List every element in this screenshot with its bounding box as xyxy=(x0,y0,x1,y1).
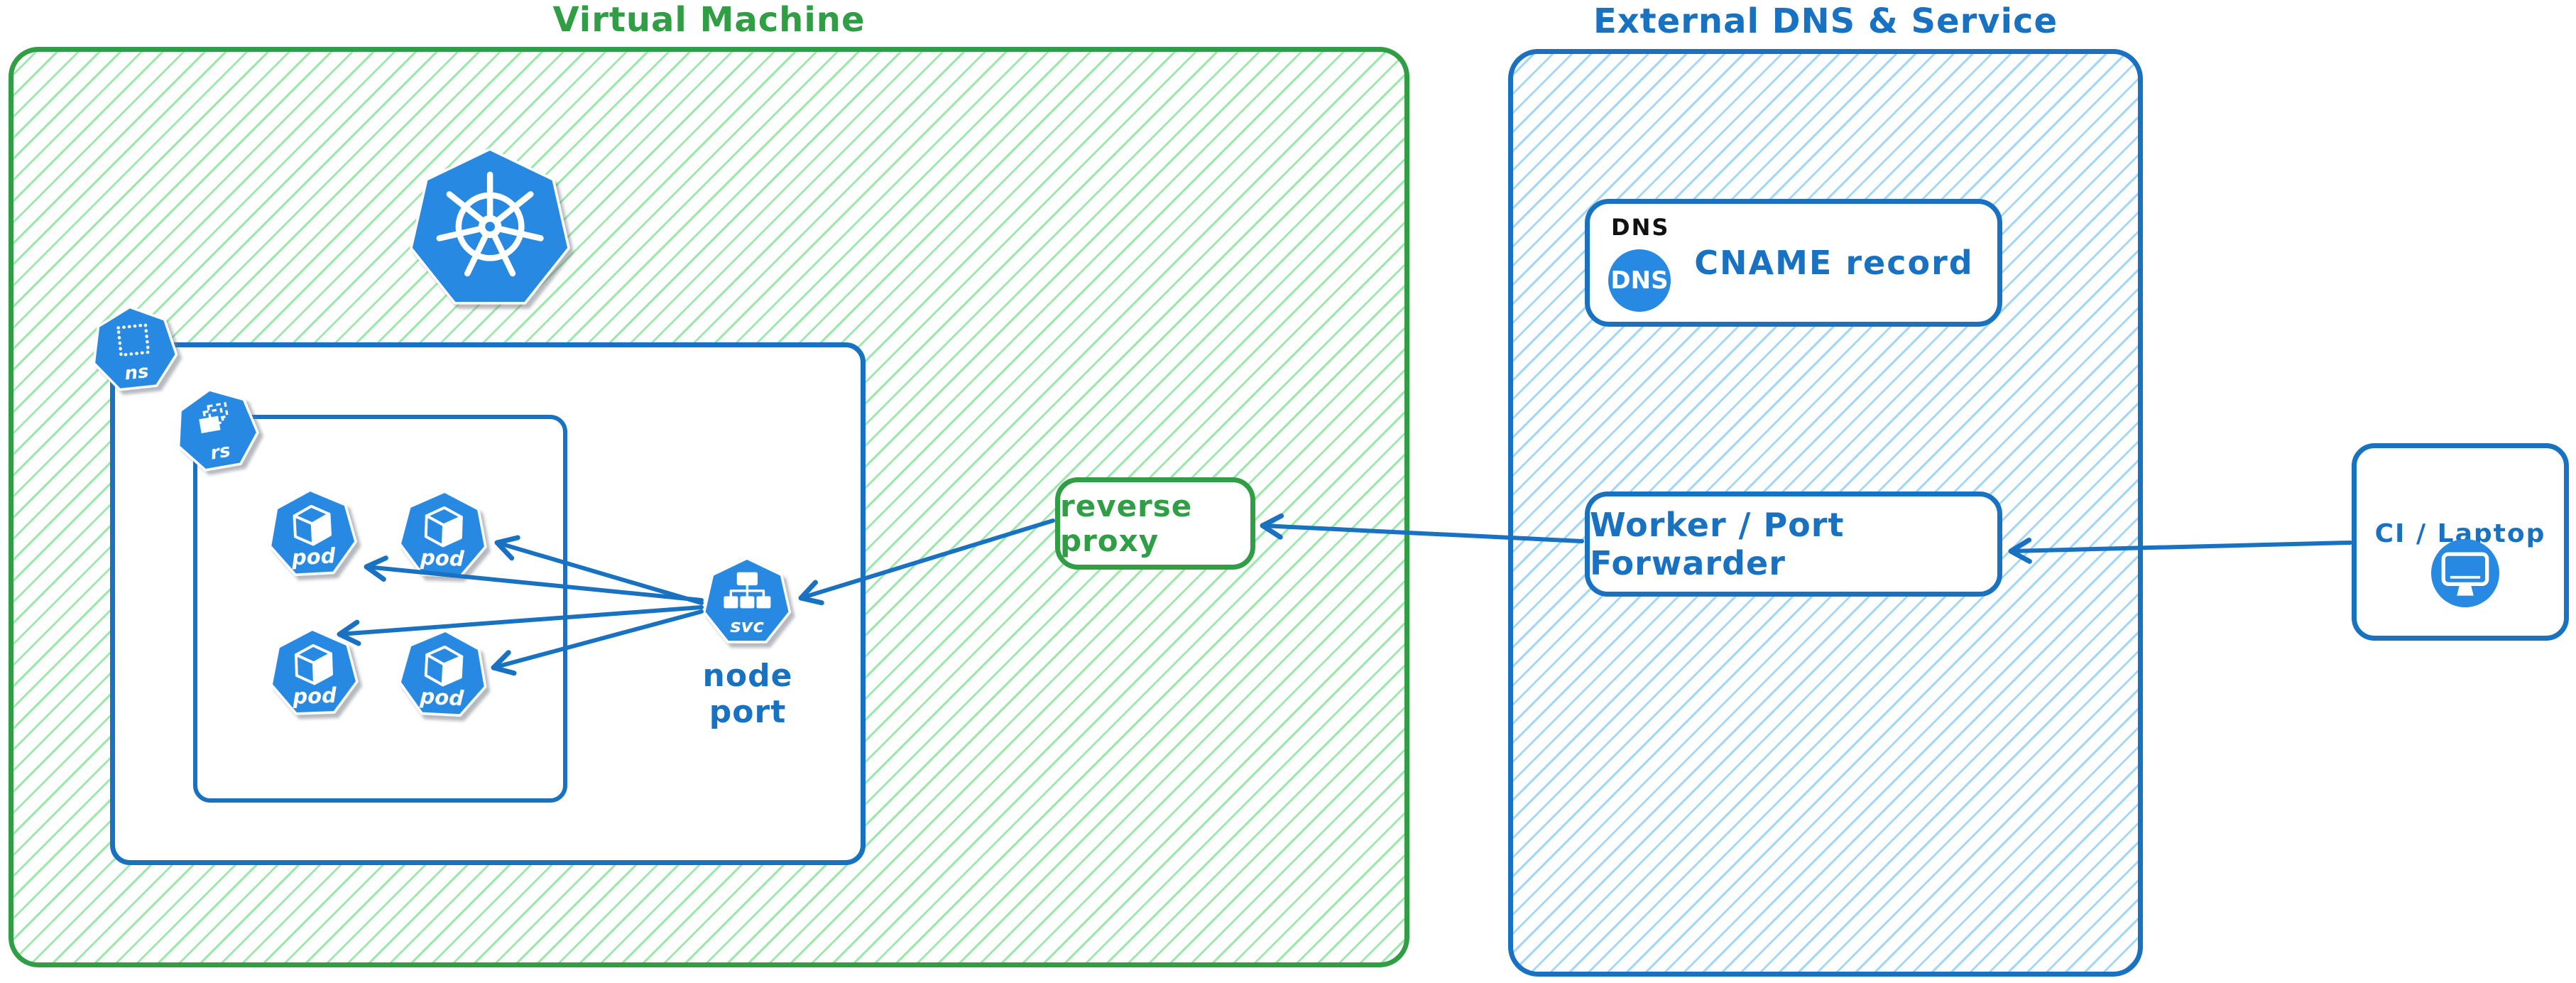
replicaset-glyph xyxy=(186,393,245,452)
cname-record-label: CNAME record xyxy=(1694,244,1974,282)
pod-icon-label: pod xyxy=(419,684,464,711)
reverse-proxy-box: reverse proxy xyxy=(1055,477,1255,570)
replicaset-box xyxy=(193,415,567,803)
worker-port-forwarder-box: Worker / Port Forwarder xyxy=(1585,492,2002,597)
replicaset-icon: rs xyxy=(167,381,266,479)
service-tree-glyph xyxy=(723,572,771,608)
namespace-icon: ns xyxy=(86,301,182,398)
cube-glyph xyxy=(283,497,341,555)
dns-record-card: DNS DNS CNAME record xyxy=(1585,199,2002,327)
node-port-label: node port xyxy=(702,658,793,730)
cube-glyph xyxy=(415,499,471,555)
external-group-title: External DNS & Service xyxy=(1593,1,2058,41)
ci-laptop-box: CI / Laptop xyxy=(2352,443,2569,641)
reverse-proxy-label: reverse proxy xyxy=(1060,489,1193,558)
monitor-glyph xyxy=(2441,552,2489,596)
dotted-square-glyph xyxy=(104,313,163,371)
dns-badge-icon: DNS xyxy=(1608,249,1671,312)
pod-icon: pod xyxy=(265,487,361,582)
vm-group-title: Virtual Machine xyxy=(552,0,866,40)
pod-icon: pod xyxy=(396,489,490,582)
namespace-icon-label: ns xyxy=(123,360,150,385)
monitor-icon xyxy=(2431,539,2499,607)
ship-wheel-glyph xyxy=(436,172,544,277)
worker-port-forwarder-label: Worker / Port Forwarder xyxy=(1590,506,1845,582)
pod-icon-label: pod xyxy=(292,683,337,710)
cube-glyph xyxy=(285,636,342,693)
pod-icon-label: pod xyxy=(420,545,465,572)
service-icon-label: svc xyxy=(730,616,764,638)
kubernetes-logo-icon xyxy=(408,148,572,313)
pod-icon: pod xyxy=(267,626,361,720)
dns-title-label: DNS xyxy=(1611,214,1670,241)
pod-icon-label: pod xyxy=(291,543,337,570)
service-icon: svc xyxy=(702,557,792,648)
pod-icon: pod xyxy=(395,627,491,723)
cube-glyph xyxy=(415,638,472,695)
dns-badge-label: DNS xyxy=(1610,266,1669,295)
